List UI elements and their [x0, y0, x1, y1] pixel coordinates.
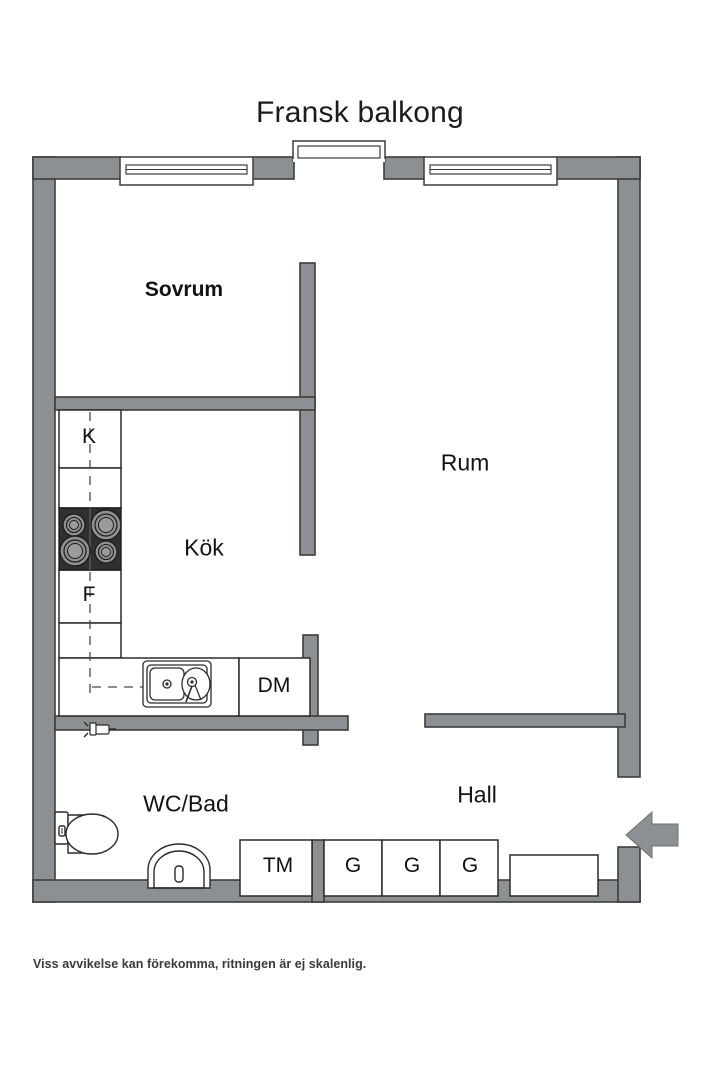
room-label-sovrum: Sovrum [144, 278, 224, 301]
exterior-wall-top-seg1 [32, 156, 122, 180]
fixture-label-pantry: K [81, 425, 97, 448]
window-living-right [423, 156, 558, 186]
exterior-wall-left [32, 156, 56, 903]
kitchen-sink [142, 660, 212, 708]
cabinet-wardrobe-3 [439, 839, 499, 897]
walls-group [32, 156, 641, 903]
windows-group [119, 140, 558, 186]
interior-wall-wc-hall [311, 839, 325, 903]
water-connection-icon [83, 721, 116, 738]
exterior-wall-top-seg2 [251, 156, 295, 180]
cooktop [58, 507, 122, 571]
fixture-label-freezer: F [82, 583, 96, 606]
fixture-label-wardrobe-3: G [461, 854, 479, 877]
exterior-wall-right-upper [617, 156, 641, 778]
fixture-label-wardrobe-1: G [344, 854, 362, 877]
hall-cabinet-row [239, 839, 599, 897]
cabinet-wardrobe-2 [381, 839, 441, 897]
exterior-wall-top-seg4 [555, 156, 641, 180]
counter-unit-upper-2 [58, 467, 122, 509]
cabinet-washing-machine [239, 839, 313, 897]
french-balcony-door [292, 140, 386, 162]
room-label-kok: Kök [184, 534, 224, 561]
wash-basin [147, 843, 211, 889]
page-title: Fransk balkong [256, 96, 464, 129]
interior-wall-hall-top [424, 713, 626, 728]
counter-unit-dishwasher [238, 657, 311, 717]
entrance-door-arrow [625, 810, 679, 860]
disclaimer-note: Viss avvikelse kan förekomma, ritningen … [33, 957, 367, 971]
fixture-label-wardrobe-2: G [403, 854, 421, 877]
fixture-label-dishwasher: DM [257, 674, 291, 697]
cabinet-wardrobe-1 [323, 839, 383, 897]
window-bedroom-left [119, 156, 254, 186]
hall-bench [509, 854, 599, 897]
room-label-rum: Rum [440, 449, 490, 476]
room-label-wc-bad: WC/Bad [143, 790, 229, 817]
exterior-wall-top-seg3 [383, 156, 426, 180]
room-label-hall: Hall [457, 781, 497, 808]
fixture-label-washing-machine: TM [262, 854, 294, 877]
exterior-wall-right-lower [617, 846, 641, 903]
toilet [54, 811, 119, 855]
interior-wall-bedroom-bottom [54, 396, 316, 411]
